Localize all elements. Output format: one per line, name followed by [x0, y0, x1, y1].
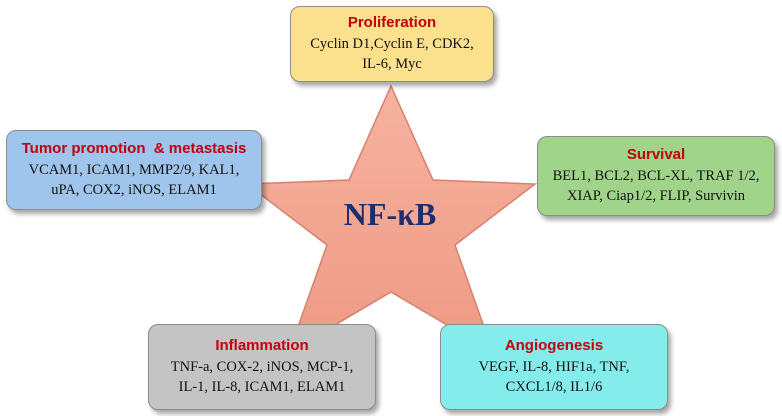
- proliferation-line: IL-6, Myc: [362, 56, 422, 72]
- survival-line: BEL1, BCL2, BCL-XL, TRAF 1/2,: [552, 168, 760, 184]
- tumor-promotion-line: VCAM1, ICAM1, MMP2/9, KAL1,: [28, 162, 240, 178]
- tumor-promotion-line: uPA, COX2, iNOS, ELAM1: [51, 182, 217, 198]
- angiogenesis-line: CXCL1/8, IL1/6: [505, 379, 603, 395]
- tumor-promotion-box: Tumor promotion & metastasis VCAM1, ICAM…: [6, 130, 262, 210]
- inflammation-box: Inflammation TNF-a, COX-2, iNOS, MCP-1, …: [148, 324, 376, 410]
- proliferation-box: Proliferation Cyclin D1,Cyclin E, CDK2, …: [290, 6, 494, 82]
- survival-line: XIAP, Ciap1/2, FLIP, Survivin: [566, 188, 746, 204]
- inflammation-line: IL-1, IL-8, ICAM1, ELAM1: [178, 379, 346, 395]
- star-shape: [244, 84, 538, 354]
- survival-box: Survival BEL1, BCL2, BCL-XL, TRAF 1/2, X…: [537, 136, 775, 216]
- inflammation-title: Inflammation: [215, 337, 309, 354]
- inflammation-line: TNF-a, COX-2, iNOS, MCP-1,: [170, 359, 354, 375]
- proliferation-line: Cyclin D1,Cyclin E, CDK2,: [310, 36, 474, 52]
- survival-title: Survival: [626, 146, 686, 163]
- proliferation-title: Proliferation: [347, 14, 437, 31]
- angiogenesis-title: Angiogenesis: [504, 337, 604, 354]
- center-label: NF-κB: [343, 196, 437, 232]
- tumor-promotion-title: Tumor promotion & metastasis: [21, 140, 247, 157]
- angiogenesis-box: Angiogenesis VEGF, IL-8, HIF1a, TNF, CXC…: [440, 324, 668, 410]
- angiogenesis-line: VEGF, IL-8, HIF1a, TNF,: [478, 359, 630, 375]
